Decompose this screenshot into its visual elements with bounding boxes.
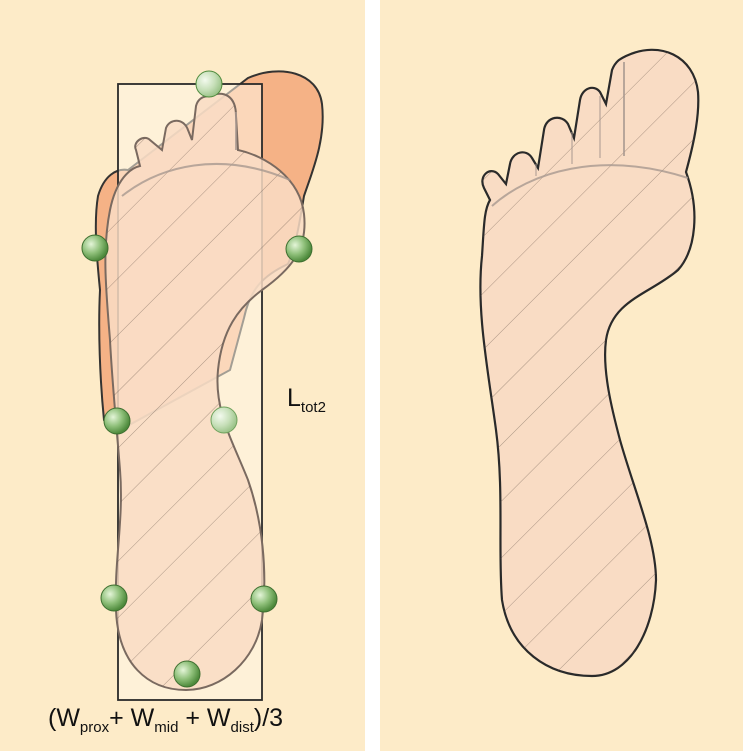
formula-plus-2: + W bbox=[178, 704, 230, 732]
formula-plus-1: + W bbox=[109, 704, 154, 732]
marker-mid-medial bbox=[104, 408, 130, 434]
left-diagram bbox=[0, 0, 365, 751]
width-formula: (Wprox+ Wmid + Wdist)/3 bbox=[48, 704, 283, 733]
marker-prox-medial bbox=[101, 585, 127, 611]
marker-heel bbox=[174, 661, 200, 687]
marker-prox-lateral bbox=[251, 586, 277, 612]
right-diagram bbox=[380, 0, 743, 751]
formula-prox: prox bbox=[80, 719, 109, 736]
marker-distal-medial bbox=[82, 235, 108, 261]
formula-close: )/3 bbox=[254, 704, 283, 732]
marker-distal-lateral bbox=[286, 236, 312, 262]
formula-dist: dist bbox=[231, 719, 254, 736]
marker-toe-tip bbox=[196, 71, 222, 97]
formula-mid: mid bbox=[154, 719, 178, 736]
length-main: L bbox=[287, 384, 301, 412]
formula-open: (W bbox=[48, 704, 80, 732]
left-panel: Ltot2 (Wprox+ Wmid + Wdist)/3 bbox=[0, 0, 365, 751]
right-panel bbox=[380, 0, 743, 751]
length-subscript: tot2 bbox=[301, 399, 326, 416]
marker-mid-lateral bbox=[211, 407, 237, 433]
length-label: Ltot2 bbox=[287, 384, 326, 413]
